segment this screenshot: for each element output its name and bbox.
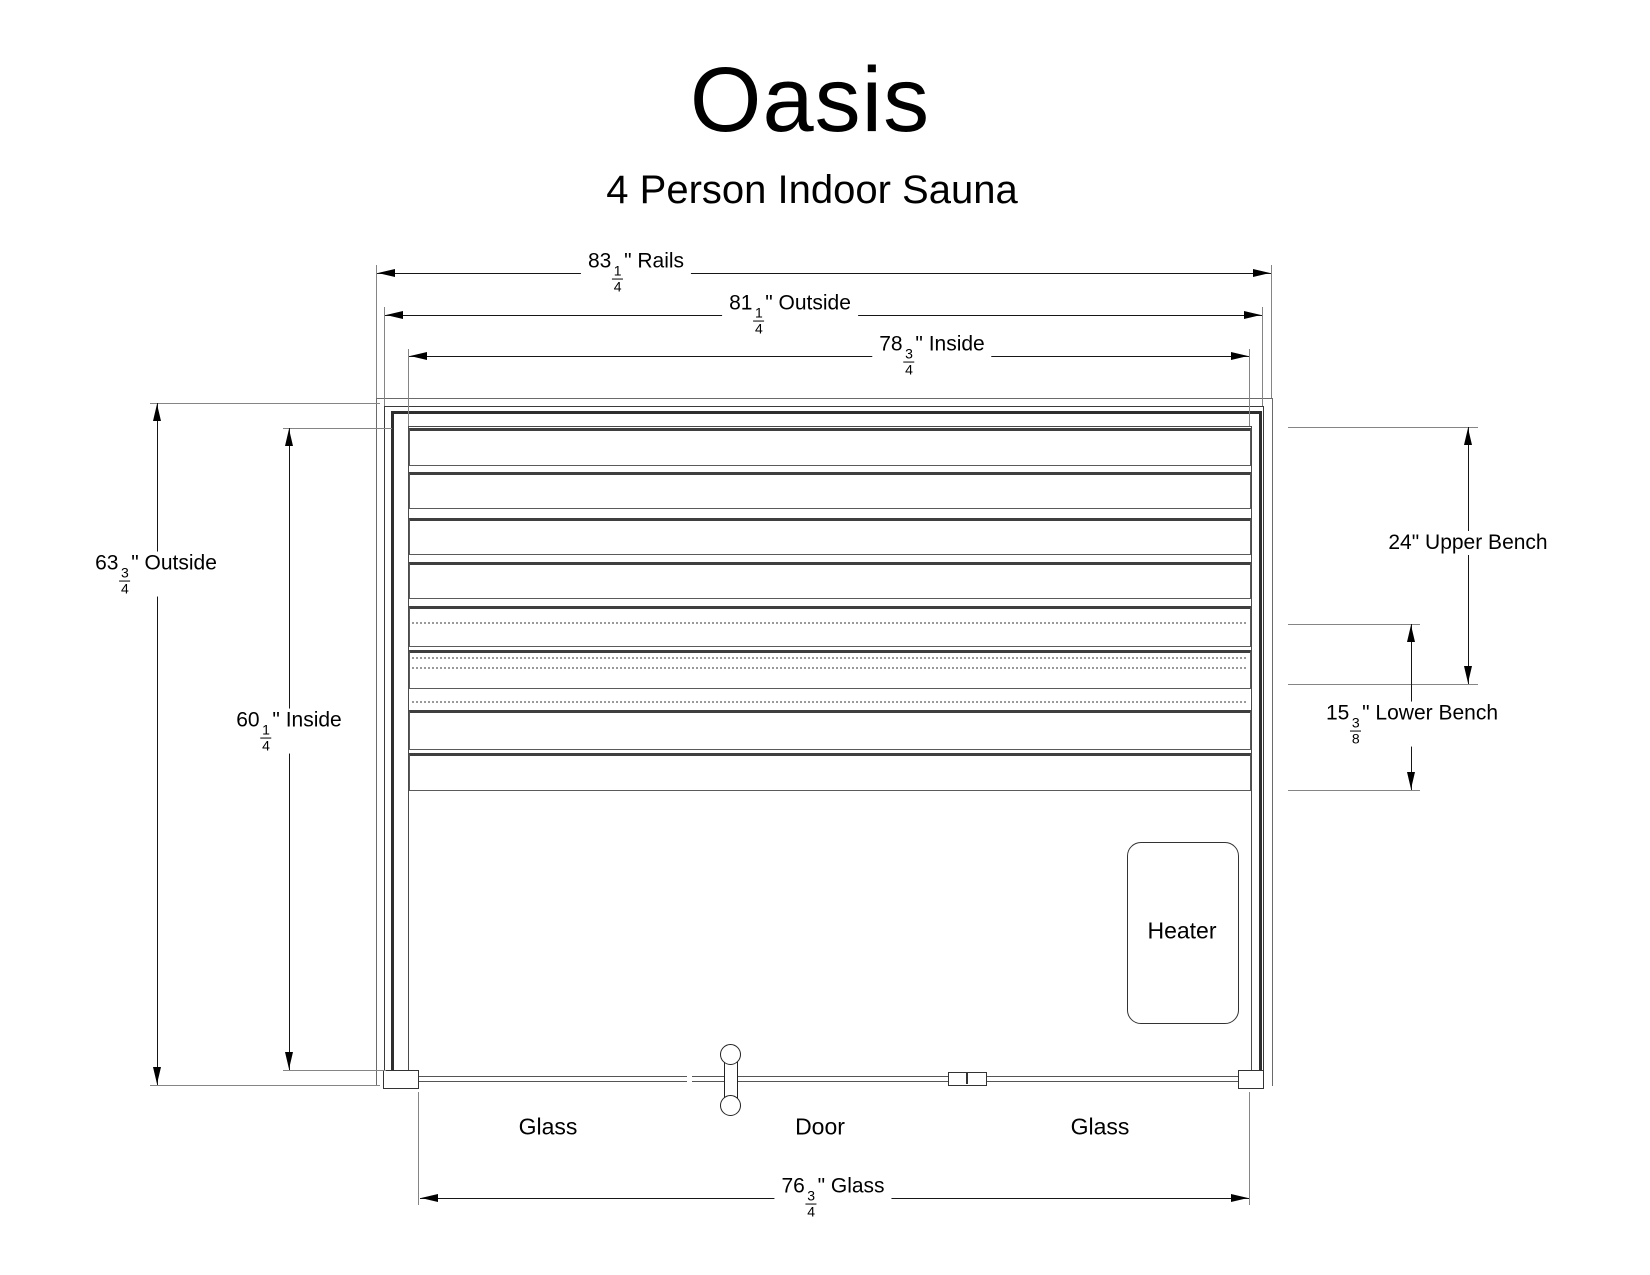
arrow-icon xyxy=(410,352,427,360)
right-glass-panel xyxy=(985,1076,1238,1082)
wall-cap-right xyxy=(1238,1070,1264,1089)
page-title: Oasis xyxy=(689,49,931,151)
door-handle-knob-bottom xyxy=(720,1095,741,1116)
dim-line-upper-bench xyxy=(1468,427,1469,684)
door-panel xyxy=(692,1076,948,1082)
bench-slat xyxy=(409,753,1251,791)
page-subtitle: 4 Person Indoor Sauna xyxy=(606,168,1018,212)
door-label: Door xyxy=(795,1113,845,1140)
arrow-icon xyxy=(285,429,293,446)
bench-slat xyxy=(409,562,1251,599)
extension-line xyxy=(408,349,409,426)
arrow-icon xyxy=(285,1052,293,1069)
bench-slat xyxy=(409,710,1251,750)
extension-line xyxy=(1271,265,1272,398)
heater-box xyxy=(1127,842,1239,1024)
extension-line xyxy=(1288,790,1420,791)
extension-line xyxy=(283,1070,386,1071)
arrow-icon xyxy=(1231,1194,1248,1202)
glass-right-label: Glass xyxy=(1070,1113,1130,1140)
arrow-icon xyxy=(153,404,161,421)
extension-line xyxy=(150,1085,380,1086)
hidden-edge-dotted xyxy=(412,657,1246,659)
glass-left-label: Glass xyxy=(518,1113,578,1140)
extension-line xyxy=(384,307,385,406)
left-glass-panel xyxy=(417,1076,687,1082)
bench-slat xyxy=(409,472,1251,509)
arrow-icon xyxy=(1244,311,1261,319)
arrow-icon xyxy=(378,269,395,277)
heater-label: Heater xyxy=(1147,917,1217,944)
extension-line xyxy=(1249,1092,1250,1205)
arrow-icon xyxy=(1231,352,1248,360)
wall-core-line xyxy=(391,411,1262,1083)
arrow-icon xyxy=(1464,428,1472,445)
dim-line-rails xyxy=(377,273,1271,274)
extension-line xyxy=(376,265,377,398)
inside-wall-face xyxy=(408,426,1252,1081)
wall-cap-left xyxy=(383,1070,419,1089)
extension-line xyxy=(1262,307,1263,406)
arrow-icon xyxy=(1407,772,1415,789)
arrow-icon xyxy=(153,1067,161,1084)
door-handle-knob-top xyxy=(720,1044,741,1065)
bench-slat xyxy=(409,650,1251,689)
bench-slat xyxy=(409,606,1251,647)
outside-wall-outline xyxy=(384,406,1264,1083)
extension-line xyxy=(150,403,380,404)
extension-line xyxy=(418,1092,419,1205)
arrow-icon xyxy=(1464,666,1472,683)
arrow-icon xyxy=(386,311,403,319)
extension-line xyxy=(1288,684,1478,685)
dim-label-upper-bench: 24" Upper Bench xyxy=(1381,531,1555,555)
hidden-edge-dotted xyxy=(412,667,1246,669)
hidden-edge-dotted xyxy=(412,701,1246,703)
arrow-icon xyxy=(421,1194,438,1202)
extension-line xyxy=(1249,349,1250,426)
roof-rails-outline xyxy=(376,398,1273,1086)
bench-slat xyxy=(409,428,1251,466)
extension-line xyxy=(1288,624,1420,625)
arrow-icon xyxy=(1407,625,1415,642)
bench-slat xyxy=(409,518,1251,555)
extension-line xyxy=(283,428,392,429)
dim-line-outside-depth xyxy=(157,403,158,1085)
extension-line xyxy=(1288,427,1478,428)
arrow-icon xyxy=(1253,269,1270,277)
door-hinge xyxy=(948,1072,987,1086)
dim-line-inside-width xyxy=(409,356,1249,357)
hidden-edge-dotted xyxy=(412,622,1246,624)
door-hinge-divider xyxy=(966,1072,968,1084)
